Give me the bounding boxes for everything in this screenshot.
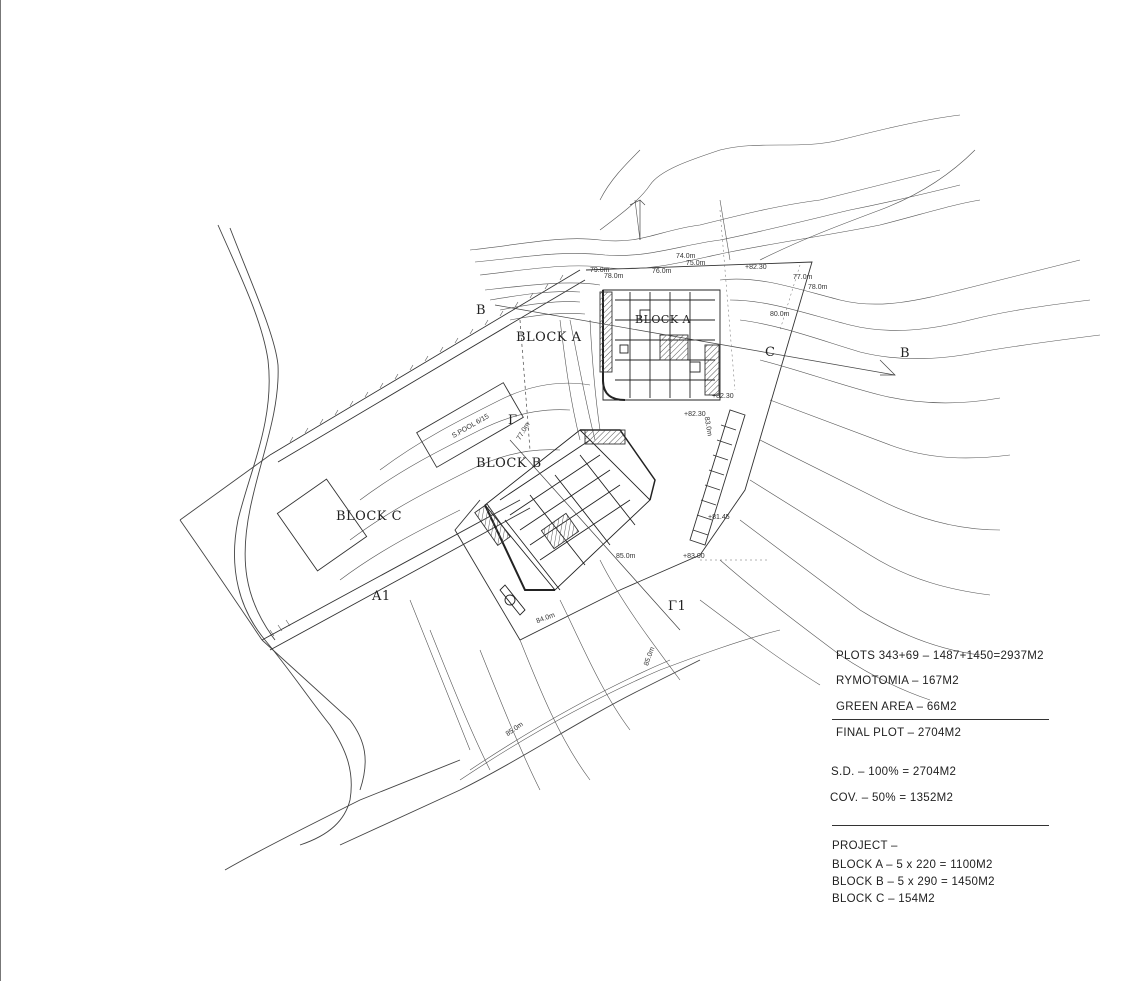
contour-75: 75.0m — [686, 260, 706, 267]
contour-78b: 78.0m — [808, 284, 828, 291]
rymotomia-line: RYMOTOMIA – 167M2 — [836, 675, 959, 687]
section-gamma-label: Γ — [508, 413, 518, 428]
section-a1-label: A1 — [372, 589, 391, 604]
plots-line: PLOTS 343+69 – 1487+1450=2937M2 — [836, 650, 1044, 662]
contour-85: 85.0m — [616, 553, 636, 560]
contour-78: 78.0m — [604, 273, 624, 280]
level-5: +81.45 — [708, 514, 730, 521]
contour-77: 77.0m — [793, 274, 813, 281]
contour-80: 80.0m — [770, 311, 790, 318]
swimming-pool-outline — [416, 382, 524, 468]
block-a-interior-label: BLOCK A — [635, 313, 691, 326]
block-b-building — [474, 429, 656, 616]
schedule-rule-2 — [832, 825, 1049, 826]
final-plot-line: FINAL PLOT – 2704M2 — [836, 727, 962, 739]
section-b-right-label: B — [900, 346, 911, 361]
block-c-label: BLOCK C — [336, 509, 403, 524]
level-3: +82.30 — [684, 411, 706, 418]
section-c-label: C — [765, 345, 776, 360]
sd-line: S.D. – 100% = 2704M2 — [831, 766, 957, 778]
scan-edge-line — [0, 0, 1, 981]
block-c-outline — [276, 478, 368, 572]
block-a-label: BLOCK A — [516, 330, 582, 345]
contour-79: 79.0m — [590, 267, 610, 274]
section-b-left-label: B — [476, 303, 487, 318]
block-c-area-line: BLOCK C – 154M2 — [832, 893, 935, 905]
dashed-paths — [700, 209, 801, 561]
section-gamma1-label: Γ1 — [668, 599, 687, 614]
section-lines — [494, 199, 896, 631]
parking-strip — [689, 409, 746, 546]
contour-lines — [339, 114, 1101, 791]
level-1: +82.30 — [745, 264, 767, 271]
project-heading: PROJECT – — [832, 840, 898, 852]
schedule-rule-1 — [832, 719, 1049, 720]
block-b-area-line: BLOCK B – 5 x 290 = 1450M2 — [832, 876, 995, 888]
level-4: +83.00 — [683, 553, 705, 560]
contour-76: 76.0m — [652, 268, 672, 275]
plot-boundary — [261, 261, 813, 651]
level-2: +82.30 — [712, 393, 734, 400]
boundary-tick-marks — [269, 274, 564, 637]
contour-74: 74.0m — [676, 253, 696, 260]
block-a-area-line: BLOCK A – 5 x 220 = 1100M2 — [832, 859, 993, 871]
block-a-building — [599, 289, 721, 401]
block-b-label: BLOCK B — [476, 456, 542, 471]
green-area-line: GREEN AREA – 66M2 — [836, 701, 957, 713]
coverage-line: COV. – 50% = 1352M2 — [830, 792, 954, 804]
road-edges — [179, 224, 701, 871]
